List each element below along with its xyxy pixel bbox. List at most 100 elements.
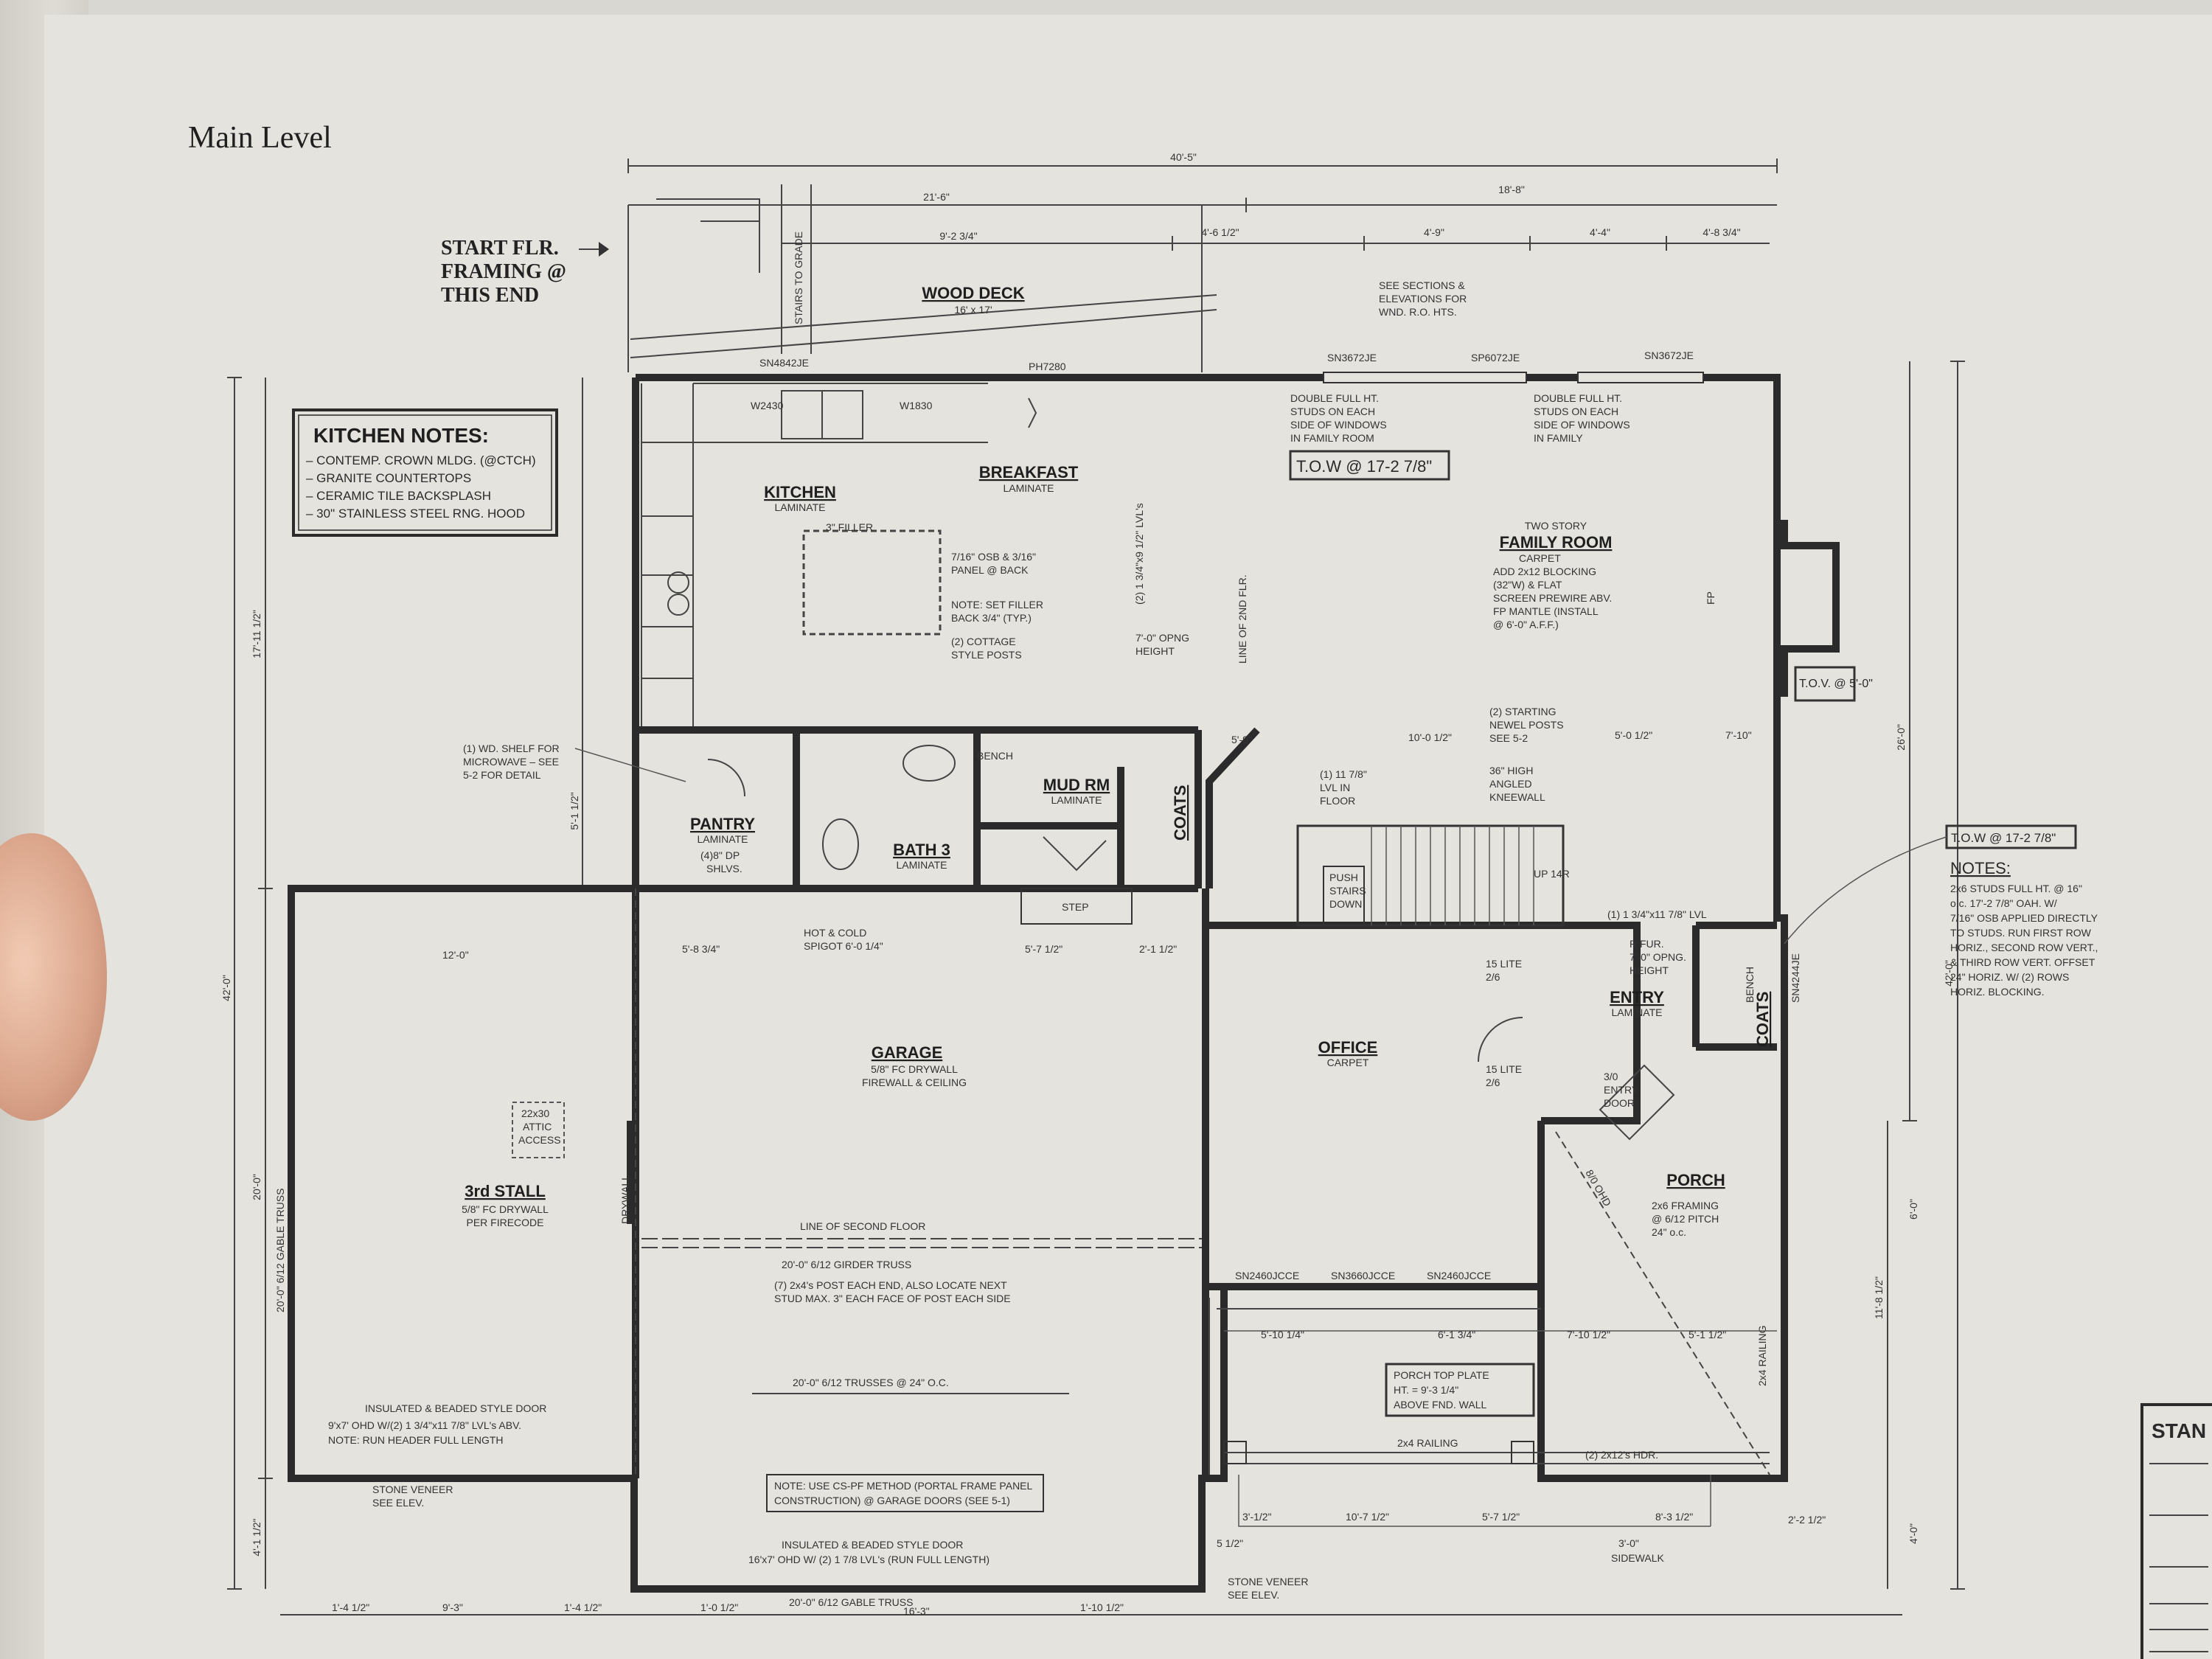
angled-wall	[1206, 727, 1260, 888]
dimension-text: 3'-0"	[1618, 1537, 1639, 1549]
sidelite-note: 15 LITE	[1486, 1063, 1522, 1075]
standard-notes-box: STAN	[2140, 1403, 2212, 1659]
garage-note: CONSTRUCTION) @ GARAGE DOORS (SEE 5-1)	[774, 1495, 1010, 1506]
dimension-text: 17'-11 1/2"	[251, 610, 262, 658]
stair-treads	[1371, 826, 1534, 925]
framing-note: START FLR. FRAMING @ THIS END	[441, 237, 609, 307]
dimension-text: 7'-10"	[1725, 729, 1752, 741]
kitchen-notes-inner-frame	[298, 414, 552, 531]
double-full-note: DOUBLE FULL HT.	[1290, 392, 1379, 404]
dimension-text: 16'-3"	[903, 1605, 930, 1617]
insulated-door-note: INSULATED & BEADED STYLE DOOR	[782, 1539, 963, 1551]
dimension-text: 5'-10 1/4"	[1261, 1329, 1304, 1340]
arrowhead-icon	[599, 242, 609, 257]
dimension-text: 26'-0"	[1895, 724, 1907, 751]
entry-door-note: ENTRY	[1604, 1084, 1639, 1096]
tov-callout-box	[1794, 666, 1856, 702]
push-stairs-note: PUSH	[1329, 872, 1358, 883]
blocking-note: SCREEN PREWIRE ABV.	[1493, 592, 1612, 604]
railing-note: 2x4 RAILING	[1397, 1437, 1458, 1449]
shelf-note: 5-2 FOR DETAIL	[463, 769, 541, 781]
window-tag: SN3660JCCE	[1331, 1270, 1395, 1281]
porch-edge	[1208, 1298, 1541, 1475]
notes-item: TO STUDS. RUN FIRST ROW	[1950, 927, 2092, 939]
kitchen-note-item: – CONTEMP. CROWN MLDG. (@CTCH)	[306, 453, 536, 467]
porch-plate-note: ABOVE FND. WALL	[1394, 1399, 1487, 1411]
exterior-walls	[288, 374, 1840, 1593]
garage-sub: 5/8" FC DRYWALL	[871, 1063, 958, 1075]
leader-line	[574, 748, 686, 782]
toilet	[822, 818, 859, 870]
lvl-entry-note: (1) 1 3/4"x11 7/8" LVL	[1607, 908, 1707, 920]
porch-diagonal	[1555, 1131, 1770, 1475]
opening-entry-note: HEIGHT	[1630, 964, 1669, 976]
blocking-note: (32"W) & FLAT	[1493, 579, 1562, 591]
breakfast-floor: LAMINATE	[1004, 482, 1054, 494]
insulated-door-note: NOTE: RUN HEADER FULL LENGTH	[328, 1434, 504, 1446]
double-full-note: SIDE OF WINDOWS	[1290, 419, 1387, 431]
double-full-note: DOUBLE FULL HT.	[1534, 392, 1622, 404]
dimension-text: 6'-1 3/4"	[1438, 1329, 1475, 1340]
double-full-note: STUDS ON EACH	[1534, 406, 1618, 417]
tow-callout: T.O.W @ 17-2 7/8"	[1951, 831, 2056, 845]
family-room-callouts: DOUBLE FULL HT. STUDS ON EACH SIDE OF WI…	[1289, 392, 1873, 702]
dimension-text: 11'-8 1/2"	[1873, 1276, 1885, 1319]
lvl-floor-note: FLOOR	[1320, 795, 1355, 807]
dimension-text: 5'-9"	[1231, 734, 1252, 745]
opening-note: HEIGHT	[1135, 645, 1175, 657]
window-tags: SN4842JE PH7280 SN3672JE SP6072JE SN3672…	[759, 349, 1801, 1281]
garage-notes: LINE OF SECOND FLOOR 20'-0" 6/12 GIRDER …	[274, 1102, 1308, 1608]
dimension-line	[1902, 361, 1917, 1121]
kitchen-notes-title: KITCHEN NOTES:	[313, 424, 489, 447]
newel-note: SEE 5-2	[1489, 732, 1528, 744]
see-sections-note: SEE SECTIONS &	[1379, 279, 1465, 291]
window-opening	[1577, 372, 1704, 383]
pantry-notes: (1) WD. SHELF FOR MICROWAVE – SEE 5-2 FO…	[463, 742, 883, 952]
window-tag: SN3672JE	[1327, 352, 1377, 364]
bath-sink	[902, 745, 956, 782]
dimension-text: 10'-7 1/2"	[1346, 1511, 1389, 1523]
porch-sub: @ 6/12 PITCH	[1652, 1213, 1719, 1225]
pantry-shelves-note: SHLVS.	[706, 863, 742, 874]
kitchen-notes-frame	[292, 408, 558, 537]
step-label: STEP	[1062, 901, 1089, 913]
dimension-text: 6'-0"	[1907, 1199, 1919, 1220]
entry-door-note: 3/0	[1604, 1071, 1618, 1082]
opening-entry-note: 7'-0" OPNG.	[1630, 951, 1686, 963]
stone-veneer-note: SEE ELEV.	[1228, 1589, 1279, 1601]
garage-name: GARAGE	[872, 1043, 943, 1062]
window-tag: PH7280	[1029, 361, 1066, 372]
dimension-line	[782, 236, 1770, 251]
pantry-name: PANTRY	[690, 815, 755, 833]
girder-truss-note: 20'-0" 6/12 GIRDER TRUSS	[782, 1259, 911, 1270]
dimension-text: 8'-3 1/2"	[1655, 1511, 1693, 1523]
stairs-to-grade-label: STAIRS TO GRADE	[793, 232, 804, 324]
door-swing	[707, 759, 745, 797]
window-tag: SN4842JE	[759, 357, 809, 369]
entry-floor: LAMINATE	[1612, 1006, 1663, 1018]
dimension-text: SIDEWALK	[1611, 1552, 1664, 1564]
dimension-text: 4'-0"	[1907, 1523, 1919, 1544]
tov-callout: T.O.V. @ 5'-0"	[1799, 678, 1873, 690]
double-full-note: IN FAMILY ROOM	[1290, 432, 1374, 444]
dimension-text: 5'-7 1/2"	[1482, 1511, 1520, 1523]
interior-walls	[627, 726, 1777, 1478]
hot-cold-note: SPIGOT 6'-0 1/4"	[804, 940, 883, 952]
filler-note: 3" FILLER	[826, 521, 873, 533]
framing-note-line: START FLR.	[441, 237, 559, 260]
interior-wall	[1206, 922, 1641, 1124]
dimension-text: 10'-0 1/2"	[1408, 731, 1452, 743]
push-stairs-box	[1323, 866, 1365, 926]
leader-line	[1784, 836, 1947, 945]
lvl-note: (2) 1 3/4"x9 1/2" LVL's	[1133, 503, 1145, 605]
third-stall-name: 3rd STALL	[465, 1182, 546, 1200]
coats-name: COATS	[1171, 785, 1189, 841]
shelf-note: MICROWAVE – SEE	[463, 756, 559, 768]
breakfast-name: BREAKFAST	[979, 463, 1079, 481]
dimension-text: 40'-5"	[1170, 151, 1197, 163]
see-sections-note: ELEVATIONS FOR	[1379, 293, 1467, 305]
porch-plate-note: PORCH TOP PLATE	[1394, 1369, 1489, 1381]
wood-deck-area: STAIRS TO GRADE WOOD DECK 16' x 17' SEE …	[627, 184, 1467, 372]
pantry-shelves-note: (4)8" DP	[700, 849, 740, 861]
